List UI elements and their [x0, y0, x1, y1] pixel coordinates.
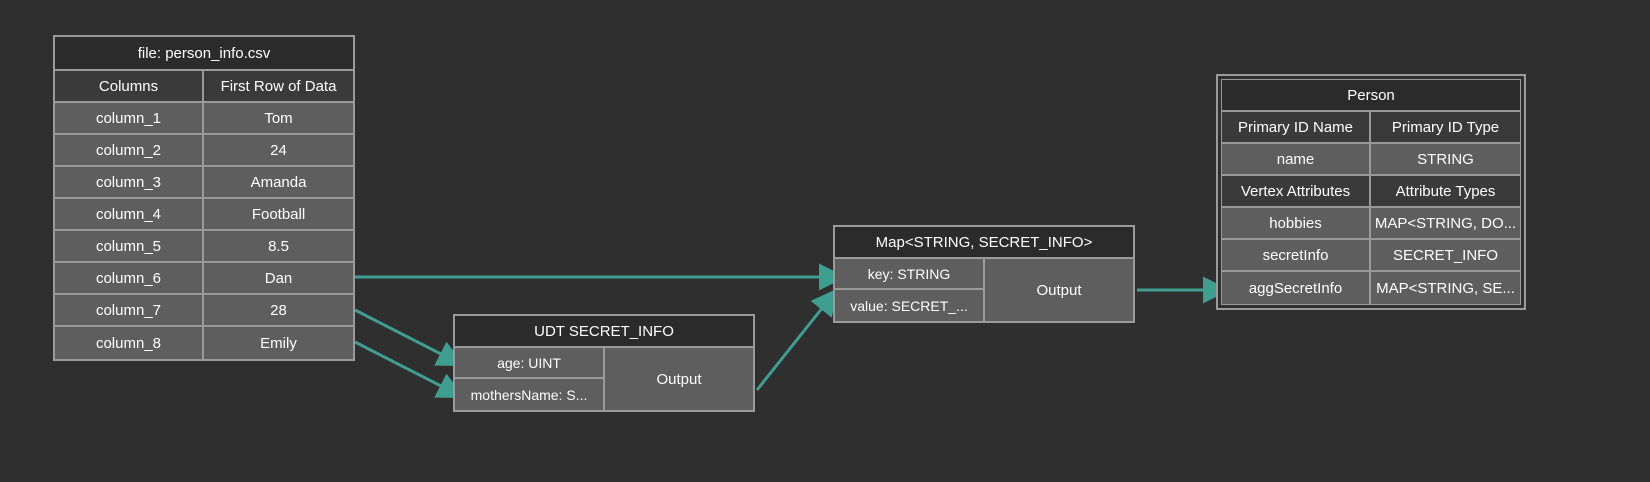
csv-source-node[interactable]: file: person_info.csv Columns First Row … [53, 35, 355, 361]
table-row[interactable]: column_6 Dan [55, 263, 353, 295]
edge-udt-output-to-map-value [755, 288, 838, 391]
csv-cell-column-name: column_3 [55, 167, 204, 197]
csv-cell-column-value: 28 [204, 295, 353, 325]
person-id-header-row: Primary ID Name Primary ID Type [1222, 112, 1520, 144]
map-field-row[interactable]: key: STRING [835, 259, 983, 290]
edge-csv-col7-to-udt-age [354, 308, 465, 366]
table-row[interactable]: column_1 Tom [55, 103, 353, 135]
udt-secret-info-node[interactable]: UDT SECRET_INFO age: UINT mothersName: S… [453, 314, 755, 412]
table-row[interactable]: column_7 28 [55, 295, 353, 327]
csv-header-first-row: First Row of Data [204, 71, 353, 101]
table-row[interactable]: column_2 24 [55, 135, 353, 167]
csv-cell-column-value: Emily [204, 327, 353, 359]
person-attr-type: MAP<STRING, SE... [1371, 272, 1520, 304]
person-header-attribute-types: Attribute Types [1371, 176, 1520, 206]
table-row[interactable]: column_5 8.5 [55, 231, 353, 263]
csv-cell-column-name: column_2 [55, 135, 204, 165]
table-row[interactable]: secretInfo SECRET_INFO [1222, 240, 1520, 272]
person-attr-header-row: Vertex Attributes Attribute Types [1222, 176, 1520, 208]
csv-cell-column-name: column_1 [55, 103, 204, 133]
table-row[interactable]: hobbies MAP<STRING, DO... [1222, 208, 1520, 240]
udt-field-mothers-name: mothersName: S... [455, 379, 603, 410]
person-attr-name: aggSecretInfo [1222, 272, 1371, 304]
map-field-list: key: STRING value: SECRET_... [835, 259, 983, 321]
map-string-secret-info-node[interactable]: Map<STRING, SECRET_INFO> key: STRING val… [833, 225, 1135, 323]
person-header-primary-id-name: Primary ID Name [1222, 112, 1371, 142]
table-row[interactable]: column_4 Football [55, 199, 353, 231]
csv-cell-column-name: column_8 [55, 327, 204, 359]
person-node-title: Person [1222, 80, 1520, 112]
udt-field-age: age: UINT [455, 348, 603, 377]
map-field-value: value: SECRET_... [835, 290, 983, 321]
csv-cell-column-name: column_6 [55, 263, 204, 293]
table-row[interactable]: column_8 Emily [55, 327, 353, 359]
udt-node-body: age: UINT mothersName: S... Output [455, 348, 753, 410]
csv-header-row: Columns First Row of Data [55, 71, 353, 103]
udt-output-port[interactable]: Output [603, 348, 753, 410]
table-row[interactable]: column_3 Amanda [55, 167, 353, 199]
map-field-key: key: STRING [835, 259, 983, 288]
csv-cell-column-value: Dan [204, 263, 353, 293]
csv-cell-column-value: Tom [204, 103, 353, 133]
udt-field-list: age: UINT mothersName: S... [455, 348, 603, 410]
person-attr-type: SECRET_INFO [1371, 240, 1520, 270]
edge-csv-col8-to-udt-mothersname [354, 340, 465, 398]
map-node-body: key: STRING value: SECRET_... Output [835, 259, 1133, 321]
csv-node-title: file: person_info.csv [55, 37, 353, 71]
person-primary-id-type-value: STRING [1371, 144, 1520, 174]
person-attr-name: secretInfo [1222, 240, 1371, 270]
person-header-vertex-attributes: Vertex Attributes [1222, 176, 1371, 206]
csv-cell-column-value: 24 [204, 135, 353, 165]
map-field-row[interactable]: value: SECRET_... [835, 290, 983, 321]
udt-field-row[interactable]: age: UINT [455, 348, 603, 379]
person-header-primary-id-type: Primary ID Type [1371, 112, 1520, 142]
person-primary-id-name-value: name [1222, 144, 1371, 174]
person-vertex-node[interactable]: Person Primary ID Name Primary ID Type n… [1221, 79, 1521, 305]
udt-node-title: UDT SECRET_INFO [455, 316, 753, 348]
map-output-port[interactable]: Output [983, 259, 1133, 321]
table-row[interactable]: aggSecretInfo MAP<STRING, SE... [1222, 272, 1520, 304]
csv-cell-column-value: Amanda [204, 167, 353, 197]
person-attr-type: MAP<STRING, DO... [1371, 208, 1520, 238]
table-row[interactable]: name STRING [1222, 144, 1520, 176]
csv-cell-column-name: column_7 [55, 295, 204, 325]
udt-field-row[interactable]: mothersName: S... [455, 379, 603, 410]
csv-cell-column-value: Football [204, 199, 353, 229]
map-node-title: Map<STRING, SECRET_INFO> [835, 227, 1133, 259]
csv-cell-column-name: column_5 [55, 231, 204, 261]
csv-cell-column-name: column_4 [55, 199, 204, 229]
person-attr-name: hobbies [1222, 208, 1371, 238]
csv-cell-column-value: 8.5 [204, 231, 353, 261]
csv-header-columns: Columns [55, 71, 204, 101]
person-vertex-frame: Person Primary ID Name Primary ID Type n… [1216, 74, 1526, 310]
